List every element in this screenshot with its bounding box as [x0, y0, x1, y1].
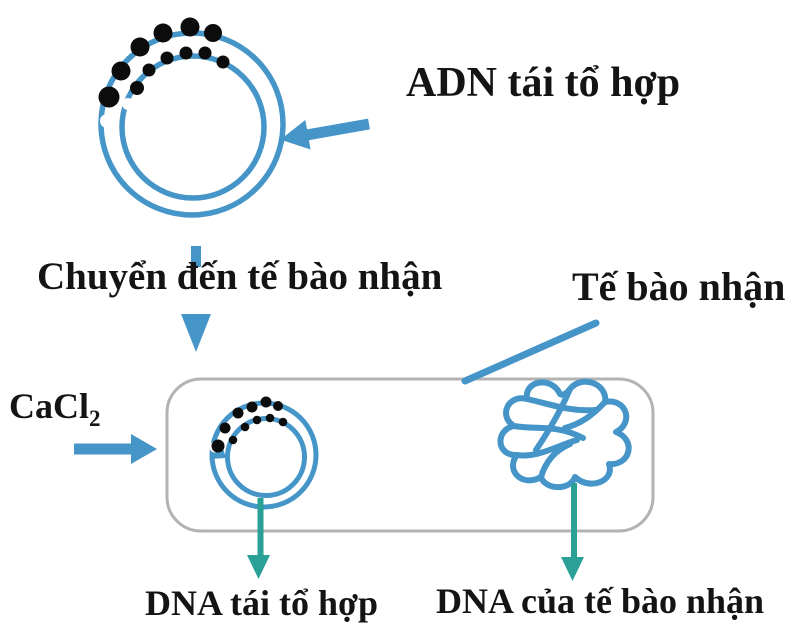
host-dna-tangle-icon — [497, 378, 632, 491]
label-recombinant-dna: ADN tái tổ hợp — [406, 60, 681, 106]
adn-label-arrow-icon — [280, 118, 370, 150]
cacl2-formula: CaCl — [9, 386, 89, 426]
cell-plasmid-icon — [209, 396, 319, 510]
recombinant-plasmid-icon — [98, 17, 286, 218]
label-result-host-dna: DNA của tế bào nhận — [436, 581, 765, 621]
result-arrow-left-icon — [247, 498, 270, 579]
recipient-cell-pointer-line — [461, 319, 600, 385]
cacl2-subscript: 2 — [89, 406, 101, 432]
result-arrow-right-icon — [561, 483, 584, 581]
cacl2-arrow-icon — [74, 434, 157, 464]
transfer-down-arrow-icon — [181, 246, 211, 352]
label-recipient-cell: Tế bào nhận — [572, 264, 786, 309]
recipient-cell-membrane — [165, 377, 655, 533]
label-cacl2: CaCl2 — [9, 385, 101, 432]
label-result-recombinant-dna: DNA tái tổ hợp — [145, 583, 378, 623]
label-transfer-step: Chuyển đến tế bào nhận — [37, 255, 443, 298]
